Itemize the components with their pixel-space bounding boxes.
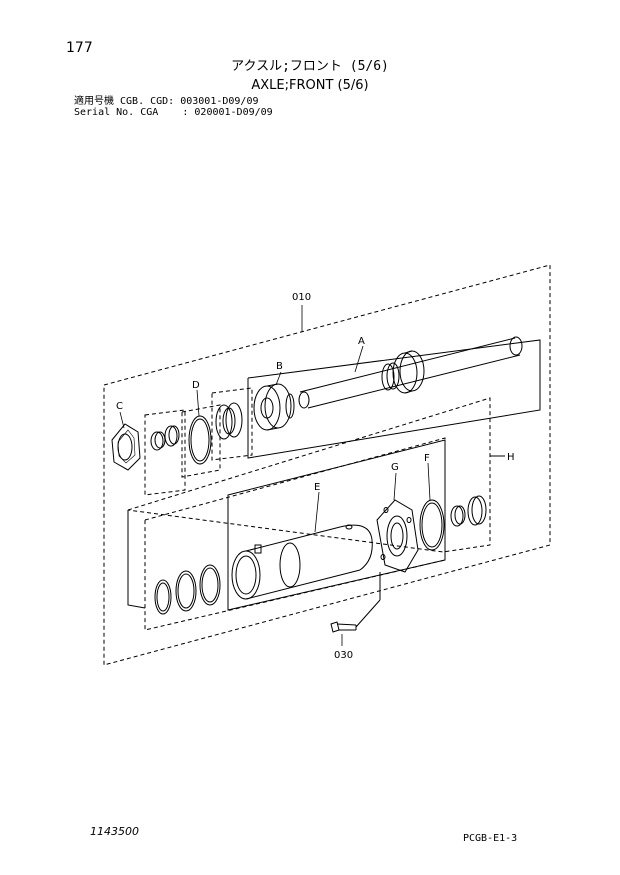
document-number: 1143500 bbox=[90, 825, 139, 838]
tube-group-boundary bbox=[227, 439, 446, 611]
label-b: B bbox=[276, 361, 283, 372]
label-assembly-010: 010 bbox=[292, 292, 311, 303]
rod-cover-g bbox=[376, 499, 419, 573]
serial-applicability-line: 適用号機 CGB. CGD: 003001-D09/09 bbox=[74, 96, 259, 107]
label-bolt-030: 030 bbox=[334, 650, 353, 661]
label-d: D bbox=[192, 380, 200, 391]
rod-seal-rings bbox=[215, 402, 243, 440]
seals-right bbox=[450, 495, 487, 527]
kit-h-boundary bbox=[127, 397, 491, 553]
bolt-030 bbox=[330, 572, 381, 633]
rod-seal-boundary bbox=[211, 387, 253, 461]
label-a: A bbox=[358, 336, 365, 347]
oring-d-boundary bbox=[181, 404, 221, 478]
oring-f-inner bbox=[421, 502, 443, 548]
oring-f bbox=[419, 499, 445, 551]
left-seal-boundary bbox=[144, 409, 186, 496]
page-number: 177 bbox=[66, 40, 93, 56]
piston-b bbox=[253, 383, 295, 431]
assembly-010-boundary bbox=[103, 264, 551, 666]
cylinder-tube-e bbox=[231, 524, 373, 600]
rod-group-boundary bbox=[247, 339, 541, 459]
kit-h-outline bbox=[127, 510, 146, 609]
title-japanese: アクスル;フロント (5/6) bbox=[231, 59, 389, 74]
label-g: G bbox=[391, 462, 399, 473]
serial-number-line: Serial No. CGA : 020001-D09/09 bbox=[74, 107, 273, 118]
label-f: F bbox=[424, 453, 430, 464]
tube-seal-rings bbox=[154, 564, 221, 615]
lock-plate-c bbox=[111, 423, 141, 471]
piston-rod-a bbox=[298, 336, 523, 409]
leader-lines bbox=[119, 305, 431, 646]
small-seals-left bbox=[150, 425, 180, 451]
label-e: E bbox=[314, 482, 320, 493]
title-english: AXLE;FRONT (5/6) bbox=[251, 78, 369, 93]
oring-d-inner bbox=[190, 418, 210, 462]
page-code: PCGB-E1-3 bbox=[463, 833, 518, 844]
kit-h-inner bbox=[144, 437, 446, 631]
label-c: C bbox=[116, 401, 123, 412]
oring-d bbox=[188, 415, 212, 465]
label-h: H bbox=[507, 452, 515, 463]
